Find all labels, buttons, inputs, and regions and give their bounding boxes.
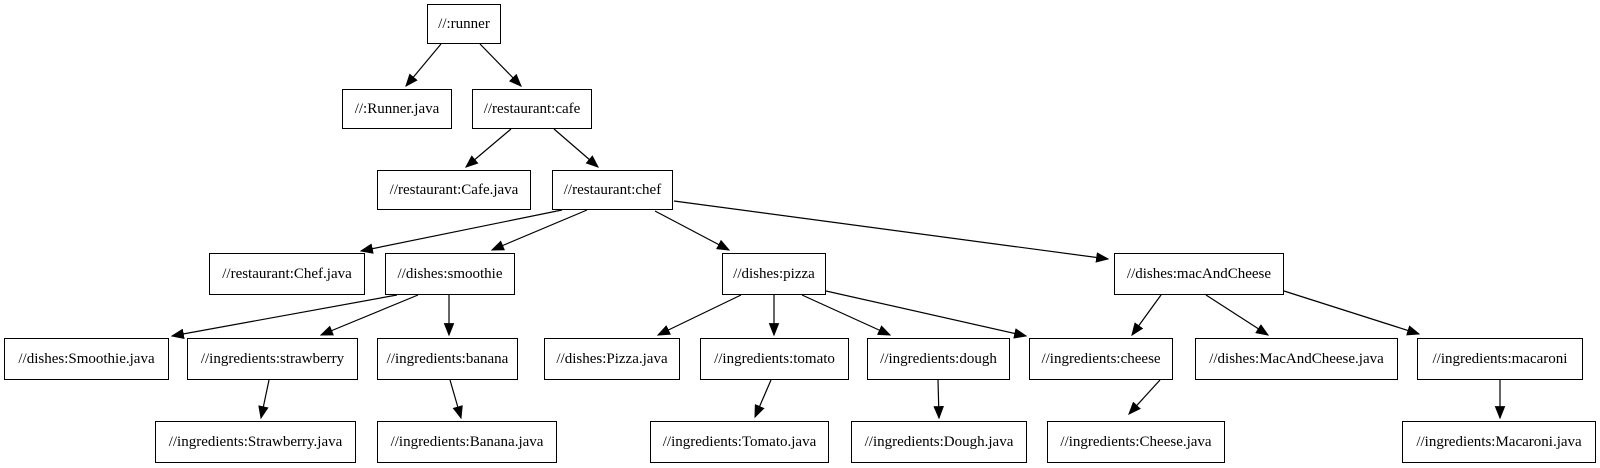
node-chef: //restaurant:chef xyxy=(552,170,673,210)
edge-cafe-to-cafe-java xyxy=(464,128,512,168)
node-runner: //:runner xyxy=(427,4,501,44)
edge-dough-to-dough-java xyxy=(933,379,944,420)
edge-banana-to-banana-java xyxy=(449,379,463,420)
node-dough-java: //ingredients:Dough.java xyxy=(851,421,1027,463)
node-smoothie: //dishes:smoothie xyxy=(385,253,515,295)
node-cheese: //ingredients:cheese xyxy=(1029,338,1173,380)
edge-smoothie-to-smoothie-java xyxy=(170,294,398,340)
node-cafe: //restaurant:cafe xyxy=(472,89,592,129)
edge-pizza-to-cheese xyxy=(825,290,1028,339)
node-tomato-java: //ingredients:Tomato.java xyxy=(650,421,829,463)
node-macaroni-java: //ingredients:Macaroni.java xyxy=(1402,421,1596,463)
edge-mac-and-cheese-to-mac-and-cheese-java xyxy=(1205,294,1270,336)
node-smoothie-java: //dishes:Smoothie.java xyxy=(4,338,169,380)
node-mac-and-cheese-java: //dishes:MacAndCheese.java xyxy=(1195,338,1398,380)
edge-strawberry-to-strawberry-java xyxy=(258,379,270,420)
node-tomato: //ingredients:tomato xyxy=(700,338,849,380)
edge-mac-and-cheese-to-cheese xyxy=(1131,294,1162,337)
node-strawberry-java: //ingredients:Strawberry.java xyxy=(155,421,356,463)
edge-chef-to-pizza xyxy=(654,210,731,251)
edge-chef-to-smoothie xyxy=(490,209,588,251)
node-runner-java: //:Runner.java xyxy=(342,89,452,129)
edge-pizza-to-dough xyxy=(801,294,892,336)
edge-tomato-to-tomato-java xyxy=(754,379,772,419)
edge-cafe-to-chef xyxy=(553,128,599,168)
node-pizza: //dishes:pizza xyxy=(722,253,826,295)
edge-pizza-to-pizza-java xyxy=(656,294,742,336)
node-strawberry: //ingredients:strawberry xyxy=(187,338,358,380)
node-banana-java: //ingredients:Banana.java xyxy=(377,421,557,463)
edge-runner-to-cafe xyxy=(479,43,522,87)
node-banana: //ingredients:banana xyxy=(377,338,518,380)
edge-mac-and-cheese-to-macaroni xyxy=(1283,290,1421,336)
node-macaroni: //ingredients:macaroni xyxy=(1417,338,1583,380)
edge-cheese-to-cheese-java xyxy=(1128,379,1161,415)
node-cheese-java: //ingredients:Cheese.java xyxy=(1047,421,1225,463)
node-cafe-java: //restaurant:Cafe.java xyxy=(377,170,531,210)
edge-smoothie-to-strawberry xyxy=(319,294,419,336)
edge-chef-to-chef-java xyxy=(359,209,563,254)
node-dough: //ingredients:dough xyxy=(867,338,1010,380)
edge-chef-to-mac-and-cheese xyxy=(673,200,1110,263)
edge-runner-to-runner-java xyxy=(405,43,442,88)
node-pizza-java: //dishes:Pizza.java xyxy=(544,338,680,380)
node-mac-and-cheese: //dishes:macAndCheese xyxy=(1114,253,1284,295)
node-chef-java: //restaurant:Chef.java xyxy=(209,253,365,295)
